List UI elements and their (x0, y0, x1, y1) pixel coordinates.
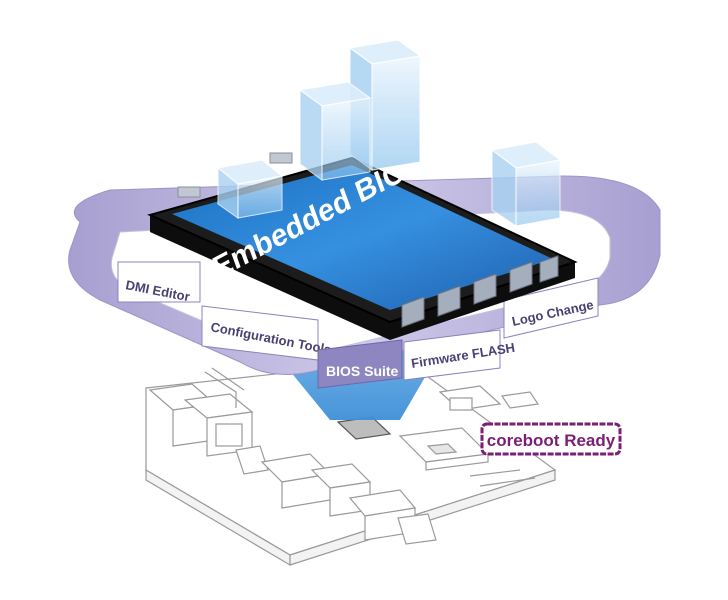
coreboot-badge: coreboot Ready (480, 422, 622, 456)
coreboot-badge-text: coreboot Ready (487, 431, 616, 450)
tool-label-firmware-flash: Firmware FLASH (403, 329, 516, 381)
mainboard-illustration (145, 359, 557, 567)
tool-label-bios-suite: BIOS Suite (317, 339, 403, 389)
tool-label-dmi-editor: DMI Editor (117, 261, 201, 304)
data-cubes (216, 39, 562, 227)
center-label-text: BIOS Suite (326, 363, 399, 379)
